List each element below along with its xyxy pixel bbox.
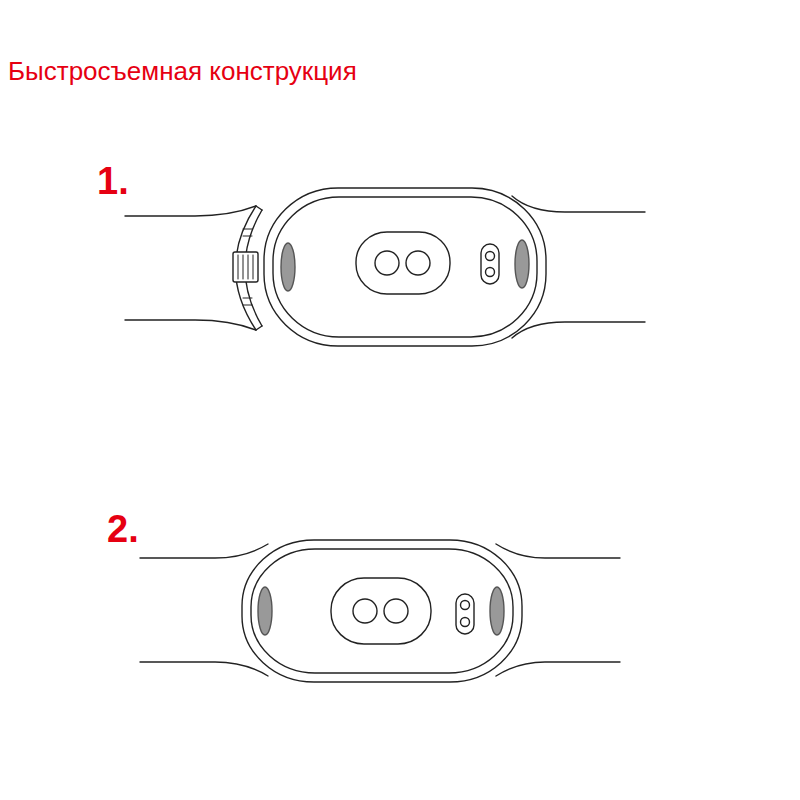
strap-right <box>512 196 645 338</box>
diagram-title: Быстросъемная конструкция <box>8 56 357 87</box>
callout-number: 1. <box>97 160 129 203</box>
strap-left-detached <box>125 206 262 330</box>
callout-number: 2. <box>107 508 139 551</box>
tracker-capsule <box>242 540 522 682</box>
tracker-capsule <box>264 188 546 346</box>
